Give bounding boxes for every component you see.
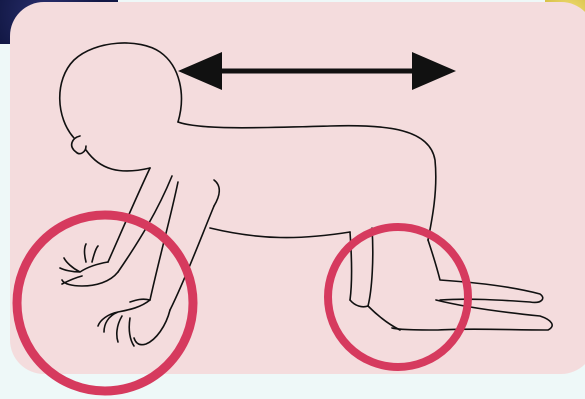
double-headed-arrow-icon: [178, 52, 456, 90]
baby-shoulder: [214, 180, 219, 206]
hands-highlight-circle: [17, 215, 193, 391]
baby-ear: [72, 136, 86, 154]
baby-hand-front: [98, 299, 170, 346]
baby-thigh-front: [368, 228, 373, 306]
baby-hand-back: [60, 244, 118, 286]
baby-knee: [350, 300, 368, 307]
knees-highlight-circle: [328, 227, 468, 367]
baby-foot: [392, 300, 552, 330]
baby-outline: [60, 43, 552, 346]
baby-belly: [210, 228, 350, 238]
baby-chest: [86, 150, 150, 171]
baby-shin: [368, 306, 400, 330]
baby-head: [60, 43, 182, 138]
baby-back: [178, 122, 436, 240]
